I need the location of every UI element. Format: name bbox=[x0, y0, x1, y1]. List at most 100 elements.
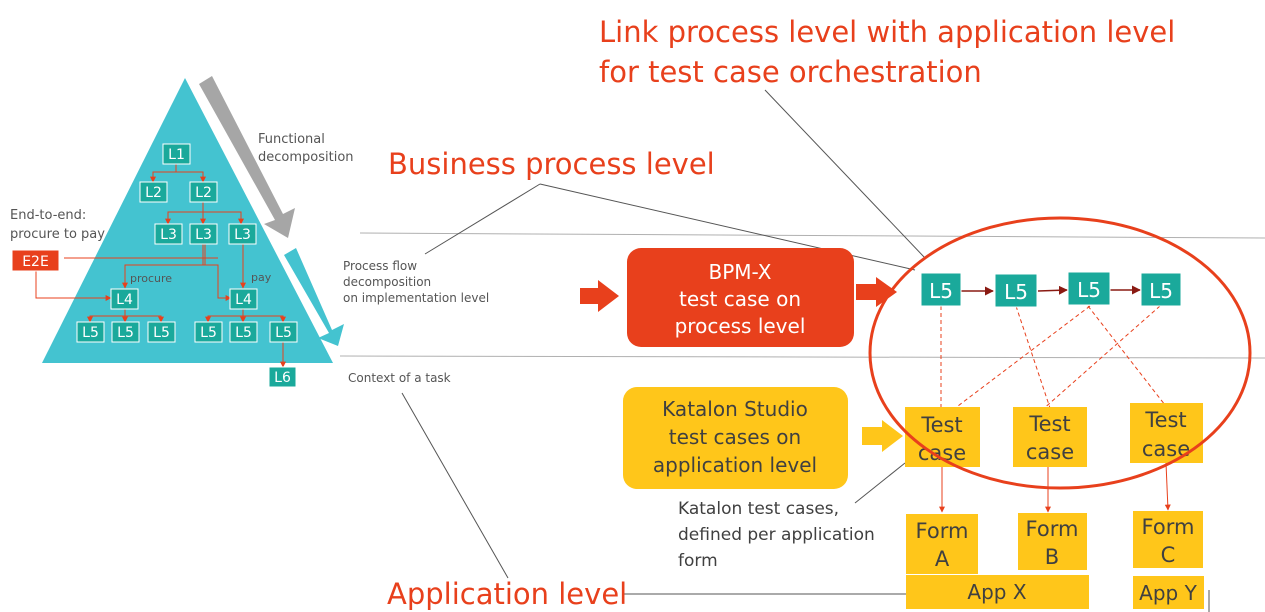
node-l1: L1 bbox=[162, 143, 191, 165]
testcase-1-line2: case bbox=[918, 441, 966, 465]
leader-application bbox=[401, 392, 509, 579]
node-e2e: E2E bbox=[11, 249, 60, 272]
bpmx-line2: test case on bbox=[679, 287, 801, 311]
testcase-1-line1: Test bbox=[920, 413, 962, 437]
functional-label-2: decomposition bbox=[258, 150, 354, 165]
node-l5-p2-label: L5 bbox=[117, 325, 134, 341]
form-c: Form C bbox=[1133, 511, 1203, 568]
node-l5-q2-label: L5 bbox=[235, 325, 252, 341]
pay-label: pay bbox=[251, 271, 272, 284]
katalon-line3: application level bbox=[653, 453, 817, 477]
node-l5-q1: L5 bbox=[194, 321, 223, 343]
leader-business-2 bbox=[539, 183, 916, 271]
functional-label-1: Functional bbox=[258, 132, 325, 147]
flow-label-1: Process flow bbox=[343, 259, 417, 273]
app-x: App X bbox=[906, 575, 1089, 609]
katalon-line2: test cases on bbox=[669, 425, 801, 449]
node-l5-p3: L5 bbox=[147, 321, 176, 343]
leader-business-1 bbox=[424, 183, 541, 255]
flow-arrow bbox=[284, 248, 344, 346]
node-l3-a: L3 bbox=[154, 223, 183, 245]
bpmx-input-arrow bbox=[580, 280, 619, 312]
bpmx-box: BPM-X test case on process level bbox=[627, 248, 854, 347]
process-l5-2: L5 bbox=[994, 273, 1038, 308]
note-line1: Katalon test cases, bbox=[678, 499, 839, 519]
node-l2-left: L2 bbox=[139, 181, 168, 203]
form-arrows bbox=[939, 462, 1171, 513]
node-l4-pay-label: L4 bbox=[235, 292, 252, 308]
process-l5-4-label: L5 bbox=[1149, 279, 1173, 303]
node-l5-q2: L5 bbox=[229, 321, 258, 343]
node-l5-p3-label: L5 bbox=[153, 325, 170, 341]
katalon-line1: Katalon Studio bbox=[662, 397, 808, 421]
process-l5-2-label: L5 bbox=[1004, 280, 1028, 304]
node-l4-pay: L4 bbox=[229, 288, 258, 310]
testcase-3: Test case bbox=[1130, 403, 1203, 463]
node-l2-right: L2 bbox=[189, 181, 218, 203]
form-b-line1: Form bbox=[1026, 517, 1079, 541]
testcase-2-line2: case bbox=[1026, 440, 1074, 464]
separator-middle bbox=[339, 355, 1265, 359]
node-l4-procure: L4 bbox=[110, 288, 139, 310]
flow-label-2: decomposition bbox=[343, 275, 431, 289]
node-l2-left-label: L2 bbox=[145, 185, 162, 201]
app-y: App Y bbox=[1133, 576, 1204, 609]
process-l5-3-label: L5 bbox=[1077, 278, 1101, 302]
katalon-output-arrow bbox=[862, 420, 903, 452]
e2e-label-1: End-to-end: bbox=[10, 208, 86, 223]
node-l5-p2: L5 bbox=[111, 321, 140, 343]
testcase-2-line1: Test bbox=[1028, 412, 1070, 436]
e2e-label-2: procure to pay bbox=[10, 227, 105, 242]
title-link-line1: Link process level with application leve… bbox=[599, 15, 1175, 49]
node-l1-label: L1 bbox=[168, 147, 185, 163]
testcase-3-line1: Test bbox=[1144, 408, 1186, 432]
katalon-box: Katalon Studio test cases on application… bbox=[623, 387, 848, 489]
bpmx-line1: BPM-X bbox=[709, 260, 772, 284]
orchestration-ellipse bbox=[868, 216, 1252, 490]
process-l5-3: L5 bbox=[1067, 271, 1111, 306]
procure-label: procure bbox=[130, 272, 172, 285]
node-l3-b: L3 bbox=[189, 223, 218, 245]
title-business: Business process level bbox=[388, 147, 715, 181]
form-b-line2: B bbox=[1045, 545, 1059, 569]
note-line2: defined per application bbox=[678, 525, 875, 545]
node-e2e-label: E2E bbox=[22, 254, 49, 270]
context-label: Context of a task bbox=[348, 371, 451, 385]
form-a: Form A bbox=[906, 514, 978, 574]
app-x-label: App X bbox=[967, 580, 1026, 604]
leader-note bbox=[854, 462, 906, 504]
flow-label-3: on implementation level bbox=[343, 291, 489, 305]
title-application: Application level bbox=[387, 577, 627, 611]
node-l2-right-label: L2 bbox=[195, 185, 212, 201]
node-l3-a-label: L3 bbox=[160, 227, 177, 243]
node-l3-b-label: L3 bbox=[195, 227, 212, 243]
process-l5-4: L5 bbox=[1140, 272, 1182, 307]
node-l4-procure-label: L4 bbox=[116, 292, 133, 308]
node-l5-q3: L5 bbox=[269, 321, 298, 343]
leader-link bbox=[764, 89, 926, 259]
process-l5-1-label: L5 bbox=[929, 279, 953, 303]
node-l6: L6 bbox=[268, 366, 297, 388]
node-l3-c-label: L3 bbox=[234, 227, 251, 243]
form-c-line1: Form bbox=[1142, 515, 1195, 539]
title-link-line2: for test case orchestration bbox=[599, 55, 982, 89]
form-c-line2: C bbox=[1161, 543, 1176, 567]
testcase-1: Test case bbox=[905, 407, 980, 467]
process-chain-arrows bbox=[961, 285, 1141, 296]
bpmx-line3: process level bbox=[675, 314, 806, 338]
node-l5-q1-label: L5 bbox=[200, 325, 217, 341]
functional-arrow bbox=[199, 76, 295, 238]
process-l5-1: L5 bbox=[920, 272, 962, 307]
node-l5-q3-label: L5 bbox=[275, 325, 292, 341]
form-b: Form B bbox=[1018, 513, 1087, 570]
bpmx-output-arrow bbox=[856, 277, 897, 307]
node-l5-p1-label: L5 bbox=[82, 325, 99, 341]
app-y-label: App Y bbox=[1139, 581, 1197, 605]
note-line3: form bbox=[678, 551, 718, 571]
node-l6-label: L6 bbox=[274, 370, 291, 386]
testcase-2: Test case bbox=[1013, 407, 1087, 467]
form-a-line2: A bbox=[935, 547, 950, 571]
form-a-line1: Form bbox=[916, 519, 969, 543]
